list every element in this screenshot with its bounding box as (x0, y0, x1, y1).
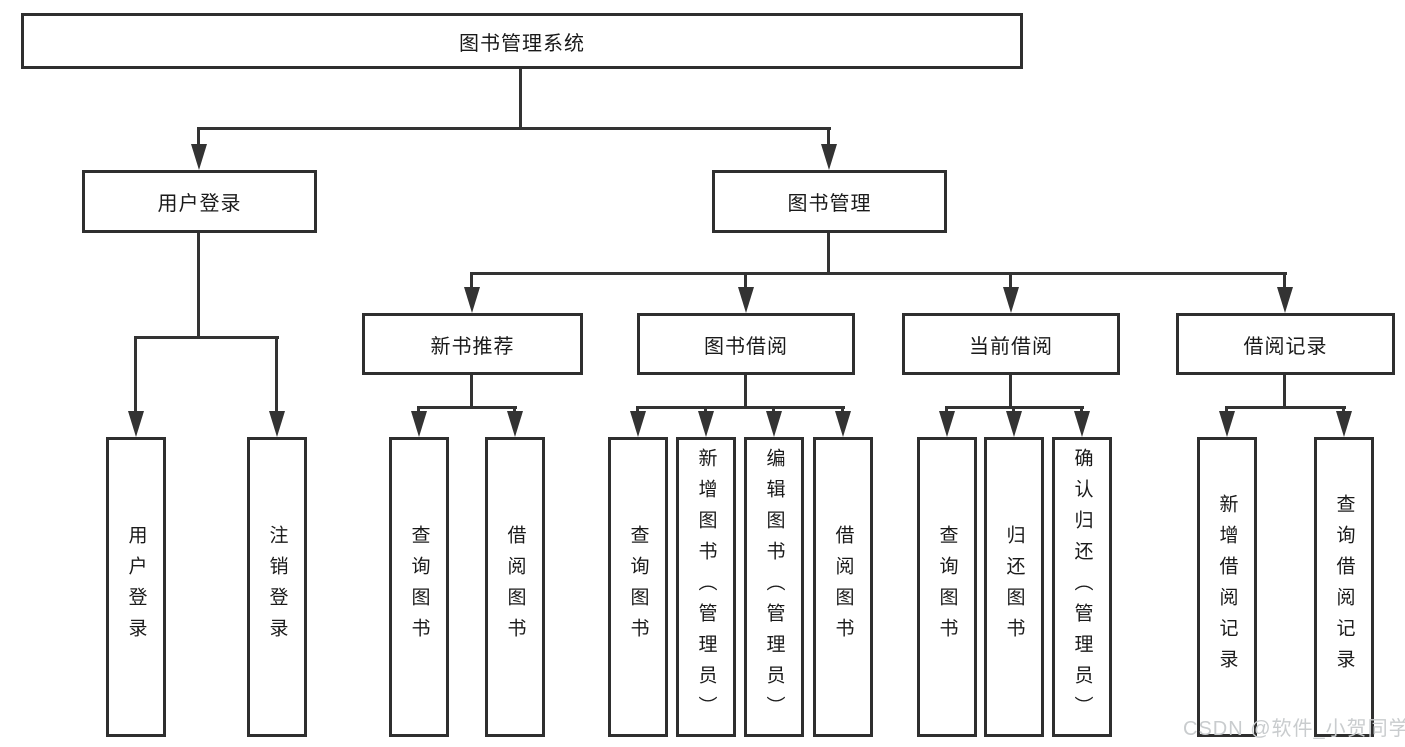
leaf-add-borrow-record: 新增借阅记录 (1197, 437, 1257, 737)
arrowhead-icon (1003, 287, 1019, 313)
connector-line (197, 127, 200, 151)
connector-line (417, 406, 420, 414)
arrowhead-icon (698, 411, 714, 437)
connector-line (841, 406, 844, 414)
node-root-label: 图书管理系统 (459, 32, 585, 55)
arrowhead-icon (1219, 411, 1235, 437)
leaf-confirm-return-admin: 确认归还（管理员） (1052, 437, 1112, 737)
connector-line (1283, 375, 1286, 406)
connector-line (636, 406, 639, 414)
arrowhead-icon (411, 411, 427, 437)
node-borrowing-records-label: 借阅记录 (1243, 335, 1328, 358)
leaf-return-books-label: 归还图书 (1003, 525, 1025, 649)
leaf-logout-label: 注销登录 (266, 525, 288, 649)
leaf-add-borrow-record-label: 新增借阅记录 (1216, 494, 1238, 680)
connector-line (470, 272, 473, 290)
arrowhead-icon (1277, 287, 1293, 313)
arrowhead-icon (1336, 411, 1352, 437)
connector-line (945, 406, 948, 414)
node-book-borrowing-label: 图书借阅 (704, 335, 788, 358)
arrowhead-icon (1074, 411, 1090, 437)
connector-line (704, 406, 707, 414)
leaf-query-books-2: 查询图书 (608, 437, 668, 737)
leaf-return-books: 归还图书 (984, 437, 1044, 737)
arrowhead-icon (464, 287, 480, 313)
connector-line (1342, 406, 1345, 414)
leaf-query-books-1-label: 查询图书 (408, 525, 430, 649)
node-root-system: 图书管理系统 (21, 13, 1023, 69)
connector-line (744, 272, 747, 290)
connector-line (519, 69, 522, 127)
connector-line (134, 336, 137, 414)
connector-line (1080, 406, 1083, 414)
arrowhead-icon (1006, 411, 1022, 437)
leaf-add-books-admin-label: 新增图书（管理员） (695, 447, 717, 727)
connector-line (513, 406, 516, 414)
arrowhead-icon (507, 411, 523, 437)
leaf-edit-books-admin-label: 编辑图书（管理员） (763, 447, 785, 727)
node-book-management-label: 图书管理 (787, 193, 872, 215)
node-book-management: 图书管理 (712, 170, 947, 233)
connector-line (744, 375, 747, 406)
connector-line (470, 375, 473, 406)
leaf-borrow-books-2: 借阅图书 (813, 437, 873, 737)
node-current-borrowing-label: 当前借阅 (969, 335, 1053, 358)
node-new-book-recommend: 新书推荐 (362, 313, 583, 375)
leaf-logout: 注销登录 (247, 437, 307, 737)
connector-line (134, 336, 279, 339)
leaf-query-books-1: 查询图书 (389, 437, 449, 737)
connector-line (1225, 406, 1228, 414)
arrowhead-icon (738, 287, 754, 313)
connector-line (1012, 406, 1015, 414)
connector-line (772, 406, 775, 414)
arrowhead-icon (269, 411, 285, 437)
connector-line (827, 233, 830, 272)
connector-line (1225, 406, 1346, 409)
leaf-borrow-books-2-label: 借阅图书 (832, 525, 854, 649)
leaf-borrow-books-1-label: 借阅图书 (504, 525, 526, 649)
leaf-add-books-admin: 新增图书（管理员） (676, 437, 736, 737)
connector-line (470, 272, 1287, 275)
node-book-borrowing: 图书借阅 (637, 313, 855, 375)
connector-line (197, 127, 831, 130)
csdn-watermark: CSDN @软件_小贺同学 (1183, 718, 1405, 740)
leaf-borrow-books-1: 借阅图书 (485, 437, 545, 737)
connector-line (1283, 272, 1286, 290)
connector-line (417, 406, 517, 409)
arrowhead-icon (766, 411, 782, 437)
node-new-book-recommend-label: 新书推荐 (430, 335, 515, 358)
arrowhead-icon (835, 411, 851, 437)
arrowhead-icon (191, 144, 207, 170)
node-user-login: 用户登录 (82, 170, 317, 233)
leaf-edit-books-admin: 编辑图书（管理员） (744, 437, 804, 737)
connector-line (1009, 375, 1012, 406)
arrowhead-icon (630, 411, 646, 437)
node-user-login-label: 用户登录 (157, 193, 242, 215)
leaf-query-books-3-label: 查询图书 (936, 525, 958, 649)
arrowhead-icon (821, 144, 837, 170)
leaf-user-login: 用户登录 (106, 437, 166, 737)
arrowhead-icon (939, 411, 955, 437)
connector-line (197, 233, 200, 336)
node-current-borrowing: 当前借阅 (902, 313, 1120, 375)
arrowhead-icon (128, 411, 144, 437)
leaf-query-books-2-label: 查询图书 (627, 525, 649, 649)
node-borrowing-records: 借阅记录 (1176, 313, 1395, 375)
leaf-user-login-label: 用户登录 (125, 525, 147, 649)
leaf-query-borrow-record-label: 查询借阅记录 (1333, 494, 1355, 680)
connector-line (636, 406, 845, 409)
connector-line (275, 336, 278, 414)
leaf-query-books-3: 查询图书 (917, 437, 977, 737)
connector-line (1009, 272, 1012, 290)
leaf-confirm-return-admin-label: 确认归还（管理员） (1071, 447, 1093, 727)
leaf-query-borrow-record: 查询借阅记录 (1314, 437, 1374, 737)
connector-line (827, 127, 830, 151)
